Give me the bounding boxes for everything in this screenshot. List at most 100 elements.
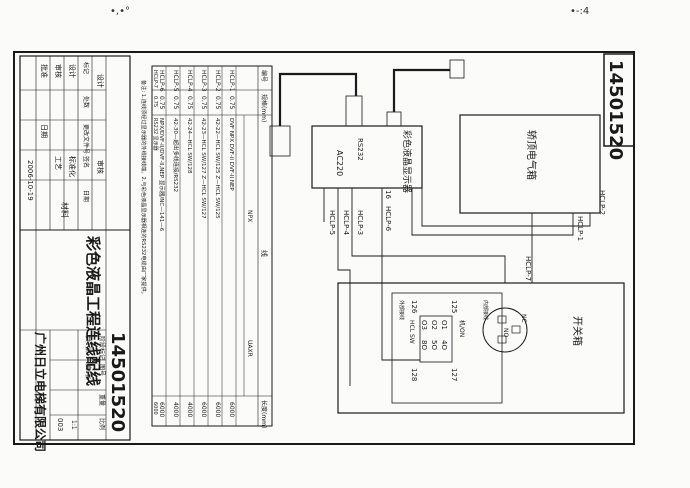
table-header-length: 长度(mm) [260, 400, 268, 428]
row-desc: 42-24—HCL SW/128 [186, 118, 192, 174]
tb-row-2-cell-2: 处数 [82, 96, 90, 108]
row-id: HCLP-2 [214, 70, 221, 92]
tb-sheet-number: 003 [56, 418, 64, 431]
tb-row-3-cell-1: 设计 [68, 64, 77, 78]
hclp-1-label: HCLP-1 [576, 216, 584, 241]
title-block: 设计 审核 标记 处数 更改文件号 签名 日期 设计 标准化 审核 工艺 批准 … [19, 55, 131, 452]
cable-route-2 [392, 68, 450, 112]
terminal-o1: O1 [440, 320, 448, 330]
display-label: 彩色液晶显示器 [401, 130, 413, 193]
tb-label-ratio: 1:1 [70, 420, 77, 430]
tb-label-scale: 比例 [98, 418, 106, 430]
tb-row-5-cell-2: 日期 [40, 124, 48, 138]
tb-label-material: 材料 [60, 202, 70, 218]
tb-date: 2006-10-19 [26, 160, 34, 201]
table-header-wire: 线 [260, 250, 269, 257]
connector-left [269, 125, 291, 157]
tb-row-1-cell-1: 设计 [96, 74, 105, 88]
wire-hclp-6 [381, 188, 420, 361]
display-port-16: 16 [384, 190, 392, 199]
table-header-uaxr: UAXR [246, 340, 253, 357]
tb-row-2-cell-4: 签名 [82, 156, 90, 168]
tb-row-1-cell-2: 审核 [96, 160, 105, 174]
connector-top [386, 111, 402, 127]
terminal-127: 127 [450, 368, 458, 381]
tb-label-sheets-total: 共1张 [84, 336, 92, 352]
tb-row-2-cell-1: 标记 [82, 62, 90, 74]
row-spec: 0.75 [152, 96, 158, 107]
row-desc: NPX/DVF-II/DVF-II,NEP 显示器/NC—141—6 [158, 118, 165, 232]
table-row: HCLP-6 0.75 NPX/DVF-II/DVF-II,NEP 显示器/NC… [158, 70, 165, 417]
display-port-rs232: RS232 [356, 138, 364, 161]
tb-row-4-cell-1: 审核 [54, 64, 63, 78]
display-box [311, 125, 423, 189]
hclp-5-label: HCLP-5 [328, 210, 336, 235]
wire-hclp-1 [411, 188, 574, 236]
row-spec: 0.75 [228, 96, 235, 110]
wiring-diagram: 轿顶电气箱 彩色液晶显示器 AC220 RS232 16 HCLP-1 [269, 59, 625, 414]
hclp-6-label: HCLP-6 [384, 206, 392, 232]
row-desc: 42-22—HCL SW/125 Z—HCL SW/125 [214, 118, 220, 219]
row-desc: DVF NPX DVF-II DVF-II NEP [228, 118, 234, 191]
row-spec: 0.75 [172, 96, 179, 110]
row-spec: 0.75 [158, 96, 165, 110]
company-name: 广州日立电梯有限公司 [33, 332, 48, 452]
terminal-8o: 8O [420, 340, 428, 350]
socket-circle [482, 307, 528, 353]
row-length: 6000 [228, 402, 235, 417]
tb-row-2-cell-5: 日期 [82, 190, 90, 202]
table-header-id: 编号 [260, 70, 268, 82]
drawing-number-bottom: 14501520 [107, 332, 128, 432]
row-desc: 42-23—HCL SW/127 Z—HCL SW/127 [200, 118, 206, 219]
row-length: 6000 [158, 402, 165, 417]
terminal-block [419, 315, 453, 363]
row-spec: 0.75 [214, 96, 221, 110]
tb-row-2-cell-3: 更改文件号 [82, 124, 90, 154]
table-row: HCLP-7 0.75 RS232 显示器 6000 [152, 70, 158, 415]
scan-mark-top-left: •,•° [110, 6, 130, 17]
drawing-number-top: 14501520 [605, 60, 626, 160]
sheet-border [13, 51, 635, 445]
tb-row-5-cell-1: 批准 [40, 64, 49, 78]
wire-hclp-2 [421, 188, 591, 227]
table-row: HCLP-4 0.75 42-24—HCL SW/128 4000 [186, 70, 193, 417]
switch-note-inner: 内部接线 [482, 300, 489, 320]
row-spec: 0.75 [186, 96, 193, 110]
row-length: 6000 [152, 402, 158, 415]
hclp-4-label: HCLP-4 [342, 210, 350, 236]
display-model: AC220 [335, 150, 344, 176]
row-length: 4000 [186, 402, 193, 417]
cable-route-1 [278, 72, 358, 126]
row-length: 6000 [200, 402, 207, 417]
tb-label-stage: 阶段标记 [98, 336, 106, 360]
row-id: HCLP-1 [228, 70, 235, 92]
switch-note-outer: 外部接线 [398, 300, 405, 320]
switch-inner-frame [391, 292, 503, 404]
switch-box [337, 282, 625, 414]
row-id: HCLP-5 [172, 70, 179, 92]
car-top-box [459, 114, 601, 214]
switch-note-on: 机/ON [458, 320, 466, 337]
drawing-number-box [603, 53, 635, 147]
row-length: 4000 [172, 402, 179, 417]
table-header-npx: NPX [246, 210, 253, 222]
row-spec: 0.75 [200, 96, 207, 110]
terminal-5o: 5O [430, 340, 438, 350]
terminal-4o: 4O [440, 340, 448, 350]
terminal-126: 126 [410, 300, 418, 314]
row-length: 6000 [214, 402, 221, 417]
cable-table: 编号 规格(mm) 线 NPX UAXR 长度(mm) HCLP-1 0.75 … [151, 65, 273, 428]
car-top-box-label: 轿顶电气箱 [525, 130, 538, 180]
hclp-3-label: HCLP-3 [356, 210, 364, 235]
tb-label-weight: 重量 [98, 394, 106, 406]
terminal-128: 128 [410, 368, 418, 381]
row-id: HCLP-3 [200, 70, 207, 92]
row-id: HCLP-6 [158, 70, 165, 92]
table-row: HCLP-3 0.75 42-23—HCL SW/127 Z—HCL SW/12… [200, 70, 207, 417]
terminal-o2: O2 [430, 320, 438, 330]
tb-row-3-cell-2: 标准化 [68, 156, 77, 177]
row-id: HCLP-4 [186, 70, 193, 92]
tb-label-drawing-no: 图号 [98, 364, 105, 376]
wire-hclp-3 [351, 188, 506, 283]
